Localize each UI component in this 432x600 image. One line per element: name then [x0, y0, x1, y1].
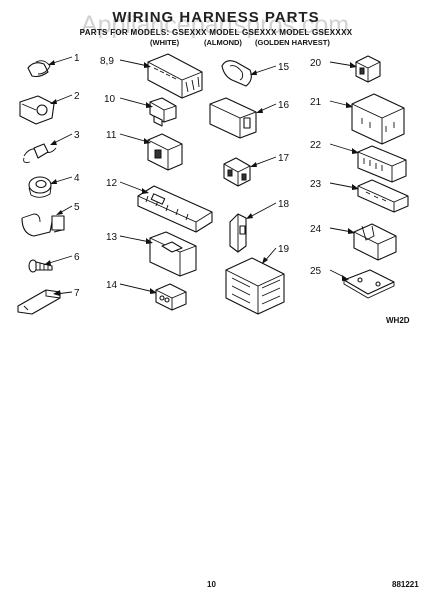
- callout-numbers: 1 2 3 4 5 6 7 8,9 10 11 12 13 14 15 16 1…: [74, 53, 322, 299]
- variant-golden-harvest: (GOLDEN HARVEST): [255, 38, 330, 47]
- callout-16: 16: [278, 100, 290, 111]
- callout-23: 23: [310, 179, 322, 190]
- part-25-mounting-plate: [343, 269, 395, 299]
- part-10-small-connector: [149, 97, 177, 127]
- part-14-wire-connector: [155, 283, 187, 311]
- part-7-bracket: [17, 289, 61, 315]
- part-17-switch-connector: [223, 157, 251, 187]
- callout-4: 4: [74, 173, 80, 184]
- part-11-block-connector: [147, 133, 183, 171]
- variant-white: (WHITE): [150, 38, 180, 47]
- callout-25: 25: [310, 266, 322, 277]
- callout-19: 19: [278, 244, 290, 255]
- part-18-relay-connector: [229, 213, 247, 253]
- part-19-multi-pin-connector: [225, 257, 285, 315]
- callout-14: 14: [106, 280, 118, 291]
- part-5-cable-clamp: [21, 213, 65, 237]
- callout-12: 12: [106, 178, 118, 189]
- part-22-pin-housing: [357, 145, 407, 183]
- part-12-terminal-strip: [137, 185, 213, 233]
- callout-15: 15: [278, 62, 290, 73]
- callout-17: 17: [278, 153, 290, 164]
- callout-13: 13: [106, 232, 118, 243]
- leader-lines: [44, 56, 359, 296]
- watermark: Appliancepartspros.com: [80, 11, 350, 39]
- callout-24: 24: [310, 224, 322, 235]
- page-title: WIRING HARNESS PARTS: [112, 9, 320, 26]
- part-13-plug-connector: [149, 231, 197, 277]
- callout-20: 20: [310, 58, 322, 69]
- part-24-open-housing: [353, 223, 397, 261]
- page-number: 10: [207, 580, 216, 589]
- callout-22: 22: [310, 140, 322, 151]
- callout-10: 10: [104, 94, 116, 105]
- callout-2: 2: [74, 91, 80, 102]
- part-15-clip: [221, 60, 252, 87]
- part-1-wire-clip: [27, 60, 51, 78]
- callout-5: 5: [74, 202, 80, 213]
- variant-almond: (ALMOND): [204, 38, 242, 47]
- part-2-terminal-clamp: [19, 95, 55, 125]
- callout-11: 11: [106, 130, 117, 141]
- part-3-wire-lead: [23, 143, 57, 163]
- part-21-large-housing: [351, 93, 405, 145]
- model-line: PARTS FOR MODELS: GSEXXX MODEL GSEXXX MO…: [79, 28, 353, 37]
- part-16-connector-housing: [209, 97, 257, 139]
- part-4-grommet: [28, 176, 52, 198]
- part-20-small-housing: [355, 55, 381, 83]
- callout-7: 7: [74, 288, 80, 299]
- callout-21: 21: [310, 97, 322, 108]
- document-number: 881221: [392, 580, 419, 589]
- callout-3: 3: [74, 130, 80, 141]
- callout-8-9: 8,9: [100, 56, 114, 67]
- part-23-terminal-block: [357, 179, 409, 213]
- diagram-code: WH2D: [386, 316, 410, 325]
- part-8-9-connector-housing: [147, 53, 203, 99]
- callout-1: 1: [74, 53, 80, 64]
- callout-18: 18: [278, 199, 290, 210]
- callout-6: 6: [74, 252, 80, 263]
